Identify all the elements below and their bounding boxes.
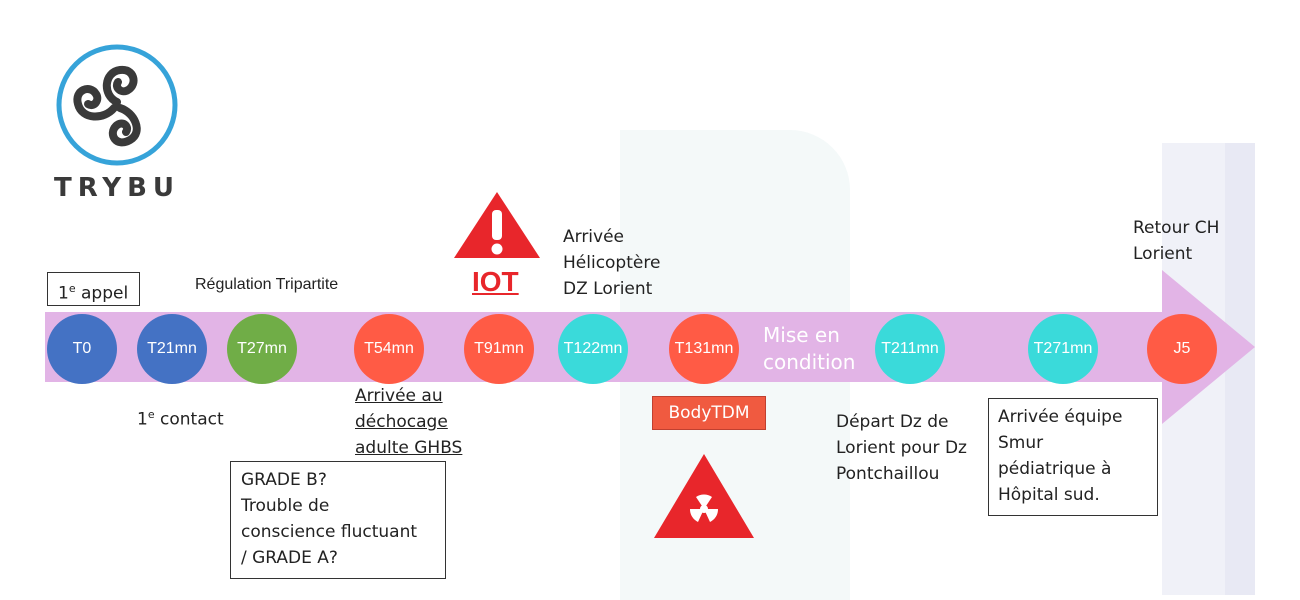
- bodytdm-badge: BodyTDM: [652, 396, 766, 430]
- warning-icon: [454, 192, 540, 258]
- depart-dz-label: Départ Dz de Lorient pour Dz Pontchaillo…: [836, 412, 967, 484]
- timeline-node-t131: T131mn: [669, 314, 739, 384]
- timeline-node-t27: T27mn: [227, 314, 297, 384]
- radiation-icon: [654, 454, 754, 538]
- iot-label: IOT: [472, 266, 519, 297]
- timeline-node-t211: T211mn: [875, 314, 945, 384]
- arrival-helicopter-label: Arrivée Hélicoptère DZ Lorient: [563, 227, 661, 299]
- timeline-node-t21: T21mn: [137, 314, 207, 384]
- regulation-label: Régulation Tripartite: [195, 276, 339, 293]
- timeline-node-t0: T0: [47, 314, 117, 384]
- timeline-node-t271: T271mn: [1028, 314, 1098, 384]
- background-shape: [1225, 143, 1255, 595]
- return-ch-label: Retour CH Lorient: [1133, 218, 1220, 264]
- timeline-node-t91: T91mn: [464, 314, 534, 384]
- timeline-node-j5: J5: [1147, 314, 1217, 384]
- mise-en-condition-label: Mise en condition: [763, 323, 856, 374]
- logo: TRYBU: [52, 40, 182, 210]
- first-contact-label: 1e contact: [137, 408, 224, 430]
- timeline-node-t54: T54mn: [354, 314, 424, 384]
- grade-box: GRADE B? Trouble de conscience fluctuant…: [230, 461, 446, 579]
- dechocage-label: Arrivée au déchocage adulte GHBS: [355, 386, 463, 458]
- timeline-node-t122: T122mn: [558, 314, 628, 384]
- brand-name: TRYBU: [53, 173, 181, 203]
- triskelion-icon: [56, 44, 178, 166]
- smur-box: Arrivée équipe Smur pédiatrique à Hôpita…: [988, 398, 1158, 516]
- first-call-box: 1e appel: [47, 272, 140, 306]
